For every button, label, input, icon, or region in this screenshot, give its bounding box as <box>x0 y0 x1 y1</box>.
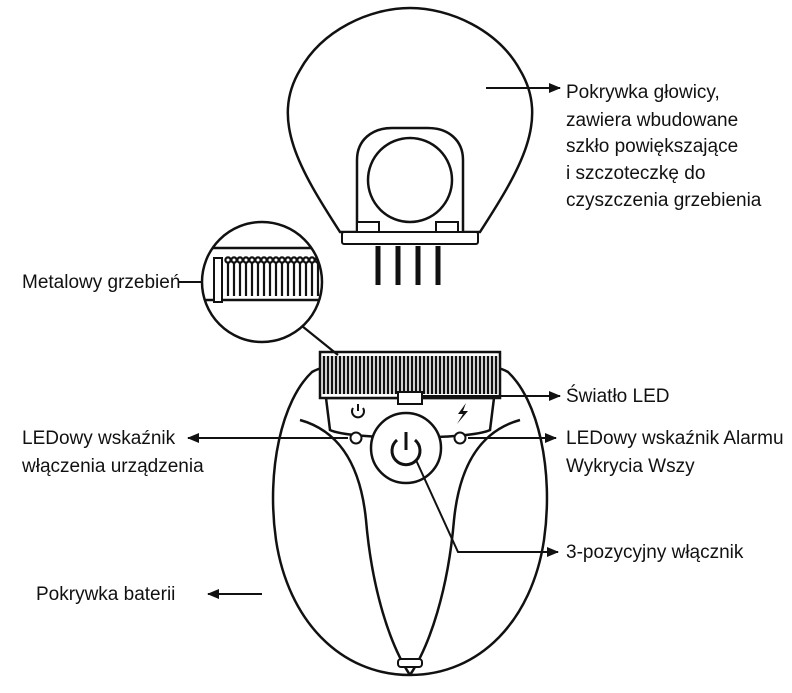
comb-tooth-tip <box>302 256 310 264</box>
comb-tooth-tip <box>290 256 298 264</box>
body-panel-right <box>408 418 521 676</box>
arrow-icon <box>415 459 559 557</box>
head-cover-label: Pokrywka głowicy, zawiera wbudowane szkł… <box>566 82 762 211</box>
comb-tooth-tip <box>308 256 316 264</box>
comb-tooth-tip <box>236 256 244 264</box>
battery-latch <box>397 658 423 668</box>
comb-zoom-callout <box>200 220 324 344</box>
cleaning-brush <box>375 246 441 285</box>
lightning-bolt-icon <box>457 403 468 424</box>
zoom-connector-line <box>301 325 339 356</box>
comb-tooth-tip <box>272 256 280 264</box>
comb-tooth-tip <box>248 256 256 264</box>
clip-left <box>356 221 380 233</box>
comb-tooth-tip <box>278 256 286 264</box>
comb-tooth-tip <box>284 256 292 264</box>
clip-right <box>435 221 459 233</box>
head-cover-outline <box>286 6 534 234</box>
power-led-label: LEDowy wskaźnik włączenia urządzenia <box>21 428 204 477</box>
head-cover <box>286 6 534 245</box>
lice-alarm-led-label: LEDowy wskaźnik Alarmu Wykrycia Wszy <box>566 428 789 477</box>
lice-alarm-led-indicator <box>453 431 467 445</box>
metal-comb-label: Metalowy grzebień <box>22 272 180 293</box>
comb-tooth-tip <box>296 256 304 264</box>
comb-tooth-tip <box>224 256 232 264</box>
power-symbol-icon <box>351 404 365 419</box>
cover-base <box>341 231 479 245</box>
comb-tooth-tip <box>242 256 250 264</box>
battery-cover-label: Pokrywka baterii <box>36 584 175 605</box>
power-button-icon <box>390 432 422 467</box>
led-light-label: Światło LED <box>566 385 670 407</box>
callout-arrows <box>178 83 561 599</box>
comb-tooth-tip <box>260 256 268 264</box>
device-body <box>271 358 549 677</box>
switch-label: 3-pozycyjny włącznik <box>566 542 744 563</box>
comb-tooth-tip <box>254 256 262 264</box>
led-light <box>397 391 423 405</box>
comb-tooth-tip <box>230 256 238 264</box>
magnifier-lens <box>366 136 454 224</box>
power-led-indicator <box>349 431 363 445</box>
body-panel-left <box>299 418 412 676</box>
comb-tooth-tip <box>266 256 274 264</box>
